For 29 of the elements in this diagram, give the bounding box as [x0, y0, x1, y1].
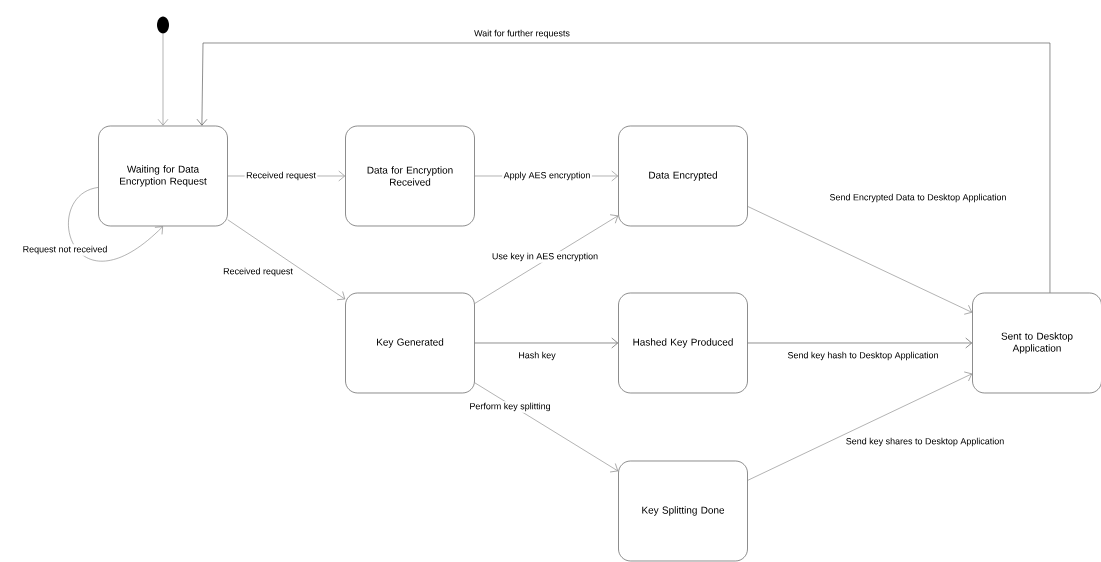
arrow — [474, 337, 619, 349]
start-dot — [157, 16, 169, 34]
state-box: Sent to Desktop Application — [972, 292, 1101, 394]
state-box: Data Encrypted — [618, 125, 748, 227]
arrow — [474, 382, 619, 473]
arrow — [747, 337, 973, 349]
arrow — [68, 187, 163, 262]
arrow — [474, 214, 619, 304]
arrow — [747, 371, 973, 481]
state-box: Data for Encryption Received — [345, 125, 475, 227]
edge-label: Request not received — [21, 244, 109, 256]
arrow — [227, 219, 346, 301]
state-box: Key Generated — [345, 292, 475, 394]
edge-label: Send key shares to Desktop Application — [844, 436, 1006, 448]
edge-label: Use key in AES encryption — [490, 251, 600, 263]
edge-label: Received request — [221, 266, 295, 278]
state-box: Hashed Key Produced — [618, 292, 748, 394]
arrow — [157, 33, 169, 126]
state-box: Waiting for Data Encryption Request — [98, 125, 228, 227]
edge-label: Wait for further requests — [472, 28, 572, 40]
edge-label: Send key hash to Desktop Application — [786, 350, 940, 362]
state-box: Key Splitting Done — [618, 460, 748, 562]
edge-label: Perform key splitting — [467, 401, 553, 413]
edge-label: Apply AES encryption — [502, 170, 592, 182]
edge-label: Received request — [244, 170, 318, 182]
arrow — [196, 42, 1051, 293]
arrow — [747, 206, 973, 315]
edge-label: Hash key — [516, 350, 558, 362]
edge-label: Send Encrypted Data to Desktop Application — [828, 192, 1008, 204]
